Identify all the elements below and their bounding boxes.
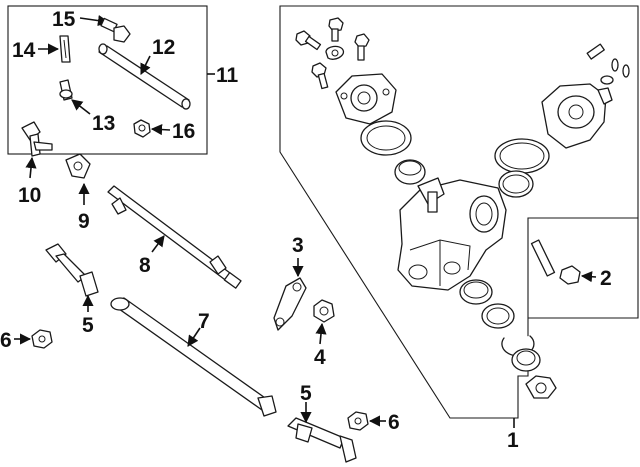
part-6-nut-right	[347, 411, 386, 431]
part-8-adjusting-sleeve	[107, 185, 242, 289]
power-steering-pump	[494, 43, 630, 198]
callout-5-left: 5	[82, 314, 94, 337]
callout-6-left: 6	[0, 329, 12, 352]
steering-gear-housing	[397, 177, 507, 291]
callout-14: 14	[12, 39, 36, 62]
part-12-sleeve	[98, 43, 191, 110]
callout-7: 7	[198, 310, 210, 333]
part-16-nut	[133, 119, 171, 138]
callout-15: 15	[52, 8, 76, 31]
box-bolt-2	[528, 217, 639, 319]
seal-rings-lower	[459, 279, 557, 399]
box-gear-assembly-1	[279, 5, 639, 419]
callout-3: 3	[292, 234, 304, 257]
part-5-tie-rod-end-right	[287, 402, 357, 463]
callout-6-right: 6	[388, 411, 400, 434]
part-9-clamp	[65, 153, 91, 205]
callout-9: 9	[78, 210, 90, 233]
callout-11: 11	[216, 64, 239, 87]
part-5-tie-rod-end-left	[45, 243, 99, 312]
part-6-nut-left	[14, 329, 53, 349]
callout-5-right: 5	[300, 382, 312, 405]
box-kit-11	[7, 5, 208, 155]
callout-1: 1	[507, 429, 519, 452]
part-3-pitman-arm	[273, 258, 307, 331]
callout-16: 16	[172, 120, 195, 143]
part-7-drag-link	[110, 297, 277, 417]
callout-13: 13	[92, 112, 115, 135]
callout-2: 2	[600, 267, 612, 290]
part-4-nut	[313, 299, 335, 345]
part-2-bolt	[530, 239, 597, 285]
seal-rings-upper	[360, 120, 426, 185]
callout-8: 8	[139, 254, 151, 277]
sector-cover	[335, 73, 397, 125]
part-10-tie-rod-end	[21, 121, 53, 179]
callout-12: 12	[152, 36, 175, 59]
callout-4: 4	[314, 346, 326, 369]
part-15-bolt	[79, 15, 131, 43]
part-13-fitting	[59, 79, 91, 115]
callout-10: 10	[18, 184, 41, 207]
gear-bolts	[295, 17, 370, 90]
part-14-bracket	[38, 35, 71, 63]
